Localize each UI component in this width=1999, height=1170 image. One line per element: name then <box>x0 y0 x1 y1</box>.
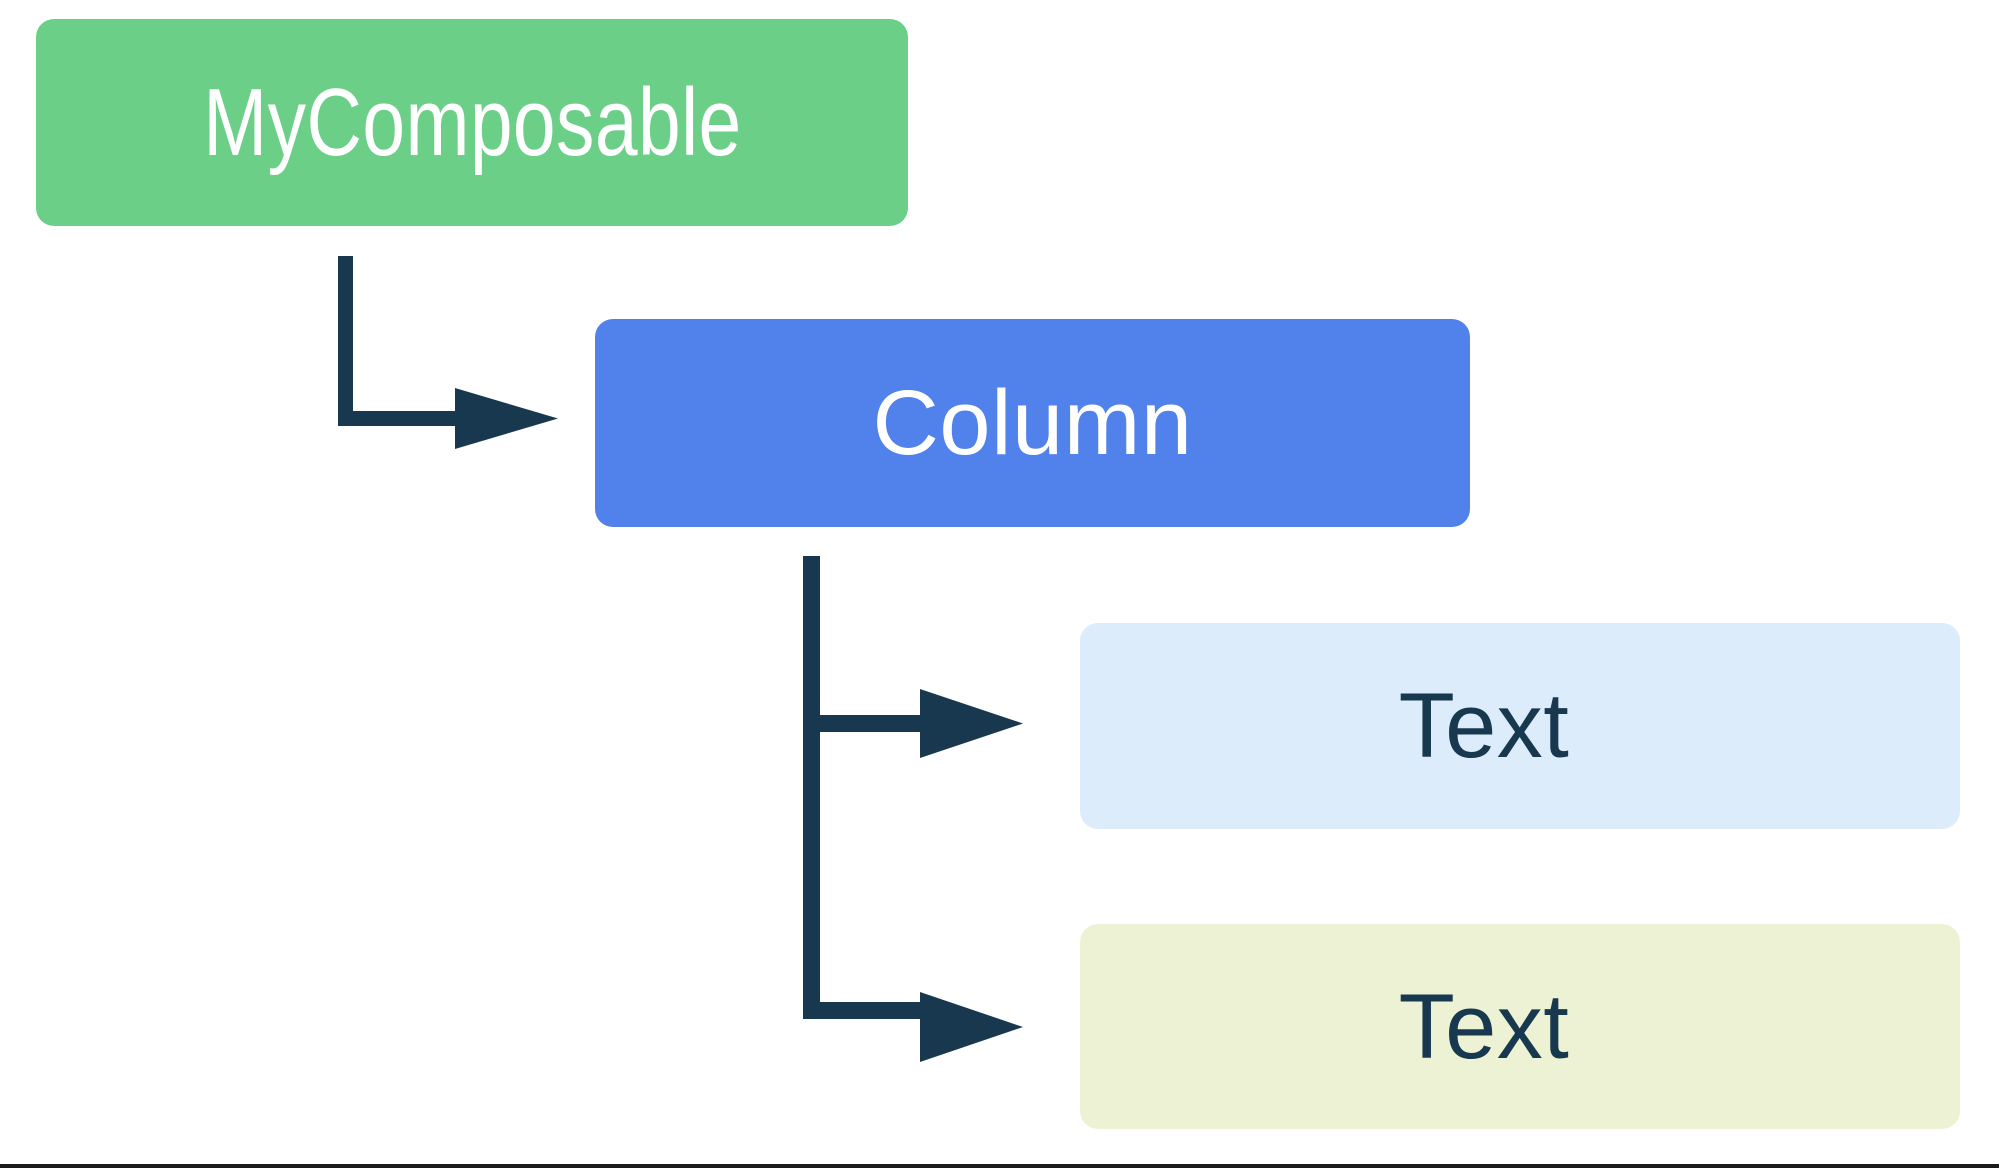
node-text-first[interactable]: Text <box>1080 623 1960 829</box>
arrowhead-icon <box>920 992 1023 1062</box>
node-my-composable[interactable]: MyComposable <box>36 19 908 226</box>
node-column-label: Column <box>872 372 1193 474</box>
node-text-second[interactable]: Text <box>1080 924 1960 1129</box>
node-my-composable-label: MyComposable <box>202 68 742 176</box>
arrowhead-icon <box>455 388 558 449</box>
edge-column-to-texts <box>795 550 1035 1080</box>
edge-root-to-column <box>330 248 570 468</box>
node-text-second-label: Text <box>1398 975 1570 1078</box>
edge-column-text1-horizontal-run <box>803 715 928 732</box>
edge-root-column-horizontal-run <box>338 411 463 426</box>
node-column[interactable]: Column <box>595 319 1470 527</box>
bottom-divider <box>0 1164 1999 1168</box>
edge-column-text2-horizontal-run <box>803 1002 928 1019</box>
edge-column-texts-vertical-trunk <box>803 556 820 1019</box>
edge-root-column-vertical-stem <box>338 256 353 426</box>
node-text-first-label: Text <box>1398 675 1570 777</box>
arrowhead-icon <box>920 689 1023 758</box>
